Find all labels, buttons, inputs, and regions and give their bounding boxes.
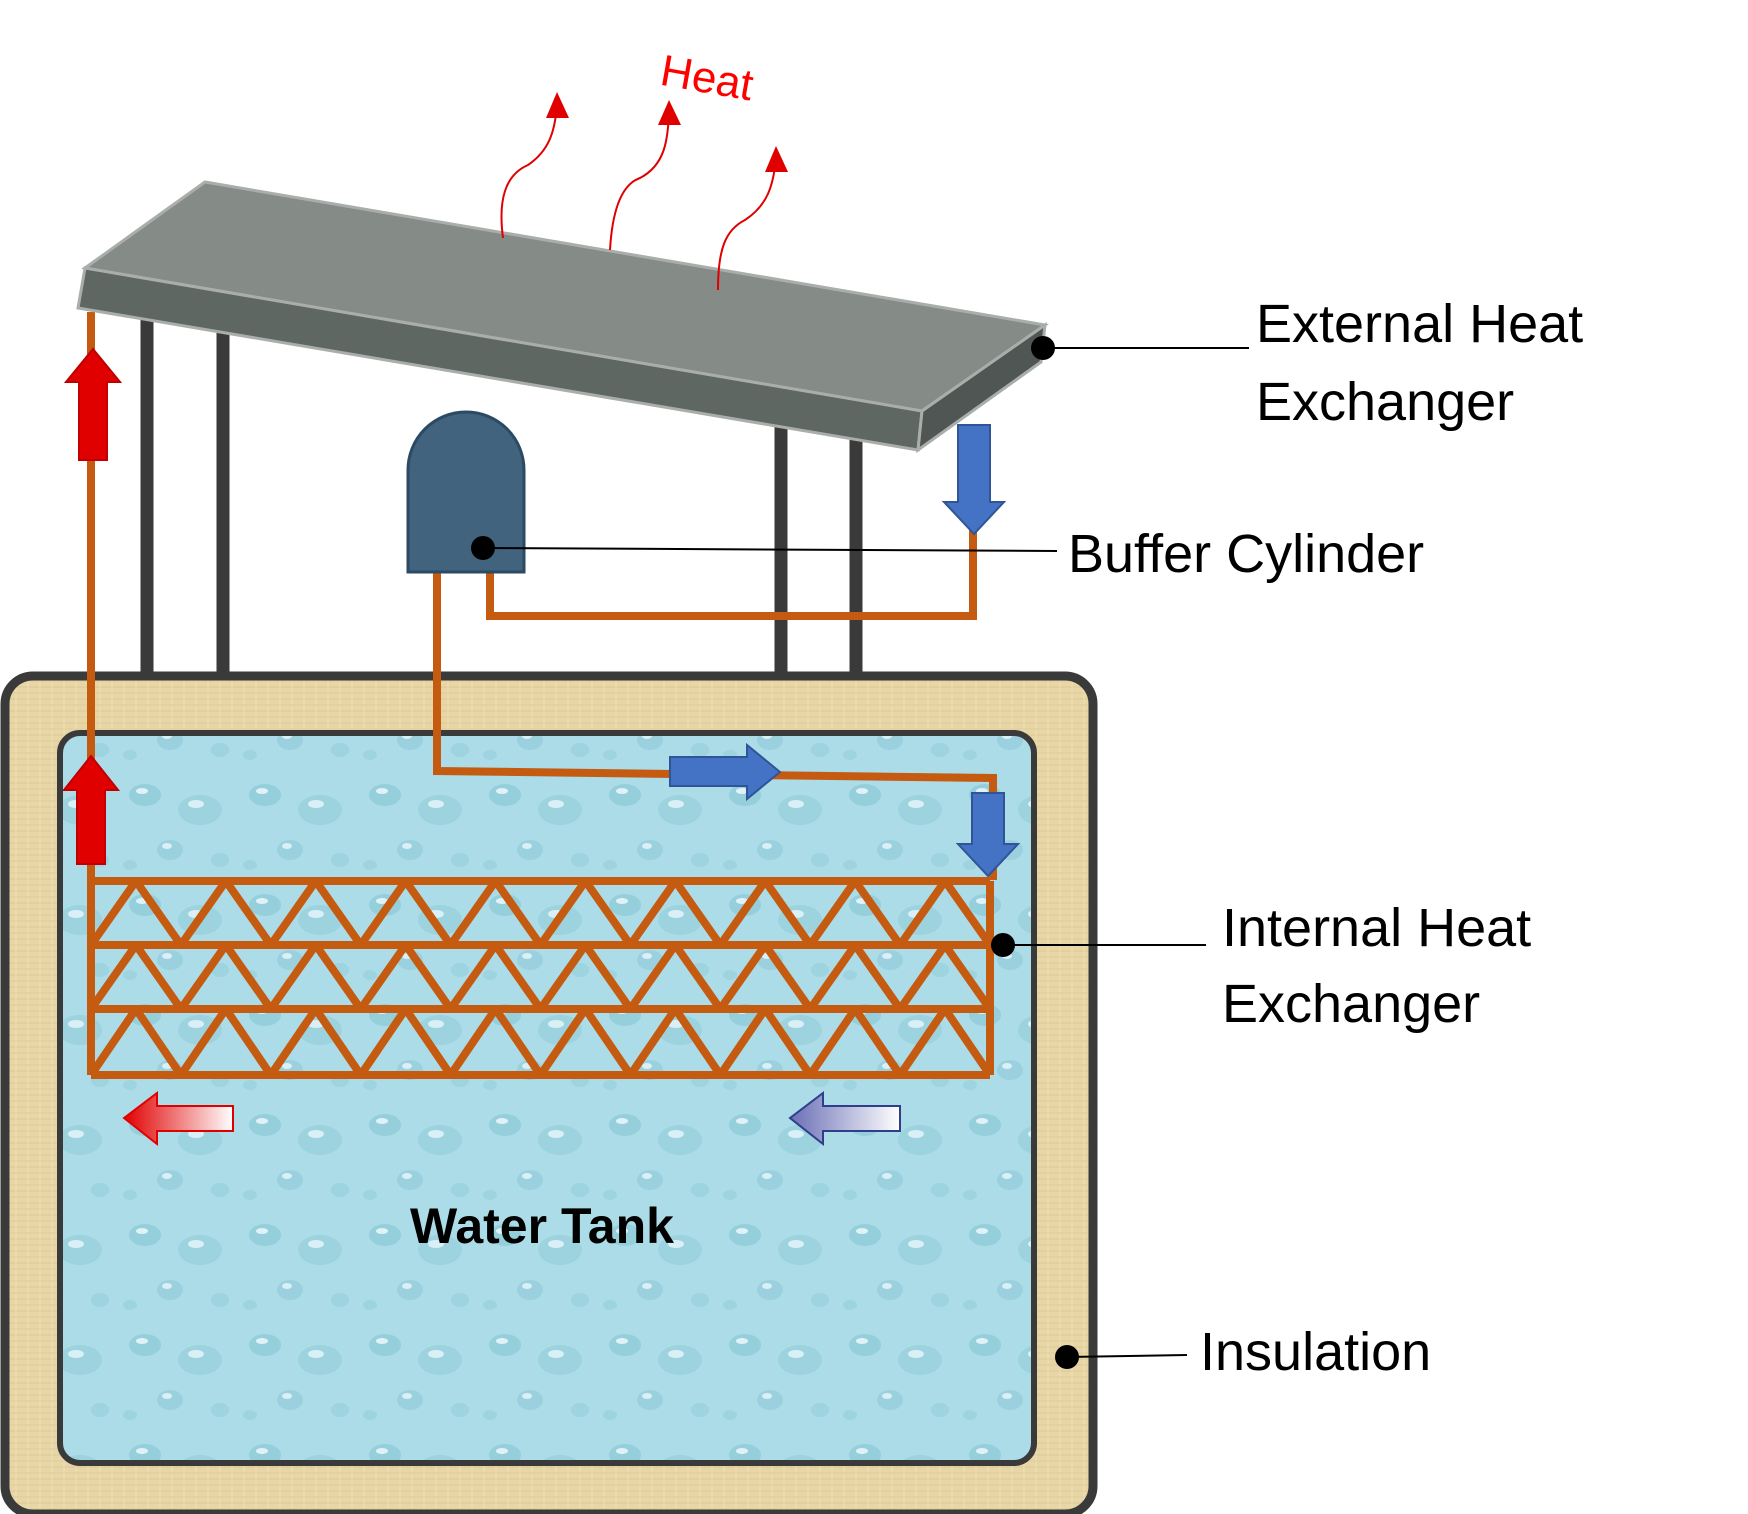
heat-arrowheads: [546, 92, 788, 172]
coil-strut: [312, 942, 364, 1012]
coil-strut: [312, 878, 364, 948]
coil-strut: [402, 942, 454, 1012]
coil-strut: [177, 942, 230, 1012]
coil-strut: [222, 878, 275, 948]
coil-strut: [132, 878, 185, 948]
coil-strut: [717, 878, 769, 948]
coil-strut: [132, 1006, 185, 1078]
cold-feed-pipe: [486, 432, 977, 620]
insulation-label: Insulation: [1200, 1322, 1431, 1382]
coil-strut: [627, 942, 679, 1012]
buffer-cylinder-label: Buffer Cylinder: [1068, 524, 1424, 584]
coil-strut: [672, 1006, 724, 1078]
coil-strut: [87, 878, 140, 948]
coil-strut: [896, 1006, 949, 1078]
coil-strut: [267, 942, 320, 1012]
coil-strut: [357, 942, 409, 1012]
external-heat-exchanger-panel: [76, 180, 1049, 454]
coil-strut: [941, 878, 994, 948]
coil-strut: [87, 1006, 140, 1078]
coil-strut: [312, 1006, 365, 1078]
coil-strut: [447, 1006, 499, 1078]
coil-strut: [851, 878, 904, 948]
internal-heat-exchanger-coil: [87, 877, 994, 1079]
internal-heat-exchanger-label-1: Internal Heat: [1222, 898, 1531, 958]
coil-strut: [761, 878, 814, 948]
coil-strut: [806, 942, 859, 1012]
coil-strut: [537, 1006, 589, 1078]
coil-strut: [222, 1006, 275, 1078]
coil-strut: [402, 1006, 454, 1078]
coil-strut: [896, 942, 949, 1012]
callout-lines: [482, 347, 1249, 1358]
coil-strut: [132, 942, 185, 1012]
coil-strut: [761, 942, 814, 1012]
heat-wave-icon: [500, 104, 777, 291]
coil-strut: [177, 1006, 230, 1078]
coil-strut: [402, 878, 454, 948]
coil-strut: [582, 942, 634, 1012]
coil-strut: [851, 942, 904, 1012]
coil-strut: [896, 878, 949, 948]
coil-strut: [806, 1006, 859, 1078]
coil-strut: [357, 878, 409, 948]
coil-strut: [716, 1006, 769, 1078]
coil-strut: [582, 1006, 634, 1078]
red-arrow-icon: [61, 347, 123, 865]
coil-strut: [492, 1006, 544, 1078]
coil-strut: [627, 1006, 679, 1078]
coil-strut: [761, 1006, 814, 1078]
coil-strut: [851, 1006, 904, 1078]
coil-strut: [717, 942, 769, 1012]
buffer-cylinder: [406, 410, 526, 574]
coil-strut: [537, 878, 589, 948]
coil-strut: [87, 942, 140, 1012]
water-tank-label: Water Tank: [410, 1198, 674, 1254]
coil-strut: [492, 942, 544, 1012]
heat-label: Heat: [657, 46, 757, 110]
coil-strut: [537, 942, 589, 1012]
external-heat-exchanger-label-1: External Heat: [1256, 294, 1583, 354]
coil-strut: [582, 878, 634, 948]
coil-strut: [447, 878, 499, 948]
coil-strut: [627, 878, 679, 948]
faded-flow-arrows: [122, 1090, 901, 1147]
coil-strut: [941, 1006, 994, 1078]
callout-dot-icon: [471, 336, 1079, 1369]
blue-arrow-icon: [669, 424, 1021, 878]
coil-strut: [492, 878, 544, 948]
coil-strut: [222, 942, 275, 1012]
coil-strut: [941, 942, 994, 1012]
internal-heat-exchanger-label-2: Exchanger: [1222, 974, 1480, 1034]
coil-strut: [806, 878, 859, 948]
support-legs: [140, 318, 863, 676]
water-tank: [57, 730, 1037, 1466]
coil-strut: [672, 942, 724, 1012]
coil-strut: [177, 878, 230, 948]
external-heat-exchanger-label-2: Exchanger: [1256, 372, 1514, 432]
coil-strut: [357, 1006, 409, 1078]
coil-strut: [672, 878, 724, 948]
coil-strut: [267, 878, 320, 948]
coil-strut: [447, 942, 499, 1012]
coil-strut: [267, 1006, 320, 1078]
